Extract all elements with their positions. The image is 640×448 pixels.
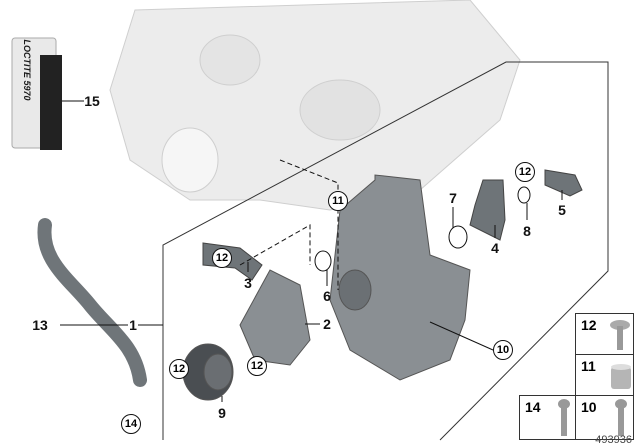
callout-10: 10 — [493, 340, 513, 360]
bolt-icon — [615, 399, 627, 436]
callout-2: 2 — [323, 316, 331, 332]
pipe-fitting-4 — [469, 179, 506, 241]
sealant-tube-label: LOCTITE 5970 — [22, 39, 32, 101]
water-pump-2 — [182, 269, 311, 401]
callout-3: 3 — [244, 275, 252, 291]
callout-11: 11 — [328, 191, 348, 211]
screw-icon — [610, 320, 630, 350]
callout-7: 7 — [449, 190, 457, 206]
legend-cell-14: 14 — [519, 395, 576, 440]
callout-4: 4 — [491, 240, 499, 256]
callout-9: 9 — [218, 405, 226, 421]
callout-5: 5 — [558, 202, 566, 218]
callout-6: 6 — [323, 288, 331, 304]
legend-cell-12: 12 — [575, 313, 634, 355]
o-ring-7 — [448, 225, 468, 249]
callout-8: 8 — [523, 223, 531, 239]
legend-cell-10: 10 — [575, 395, 634, 440]
engine-block-image — [109, 0, 521, 211]
callout-12: 12 — [169, 359, 189, 379]
o-ring-8 — [517, 186, 531, 204]
callout-15: 15 — [84, 93, 100, 109]
callout-12: 12 — [247, 356, 267, 376]
pipe-fitting-5 — [544, 169, 583, 197]
sleeve-icon — [611, 364, 631, 389]
o-ring-6 — [314, 250, 332, 272]
callout-14: 14 — [121, 414, 141, 434]
callout-12: 12 — [212, 248, 232, 268]
legend-number: 11 — [581, 358, 596, 374]
callout-13: 13 — [32, 317, 48, 333]
bolt-icon — [558, 399, 570, 436]
assembly-frame — [162, 61, 609, 441]
sealant-tube-15 — [11, 37, 84, 150]
legend-cell-11: 11 — [575, 354, 634, 396]
callout-12: 12 — [515, 162, 535, 182]
legend-number: 12 — [581, 317, 597, 333]
thermostat-housing-10 — [329, 174, 471, 381]
figure-number: 493936 — [595, 434, 632, 446]
coolant-pipe-13 — [37, 218, 147, 387]
legend-number: 14 — [525, 399, 541, 415]
callout-1: 1 — [129, 317, 137, 333]
legend-number: 10 — [581, 399, 597, 415]
